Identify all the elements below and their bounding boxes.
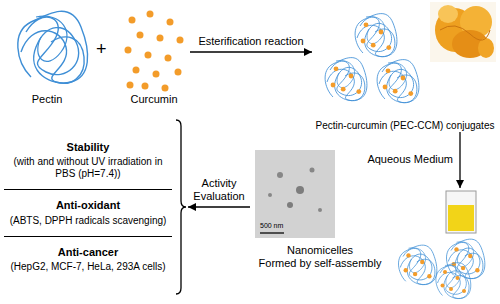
pectin-illustration <box>18 11 88 83</box>
bracket <box>176 120 186 294</box>
edge-label: Aqueous Medium <box>367 153 453 166</box>
stage-label: Curcumin <box>130 93 177 106</box>
stage-label: Formed by self-assembly <box>252 257 388 270</box>
stage-node: Pectin-curcumin (PEC-CCM) conjugates <box>312 2 498 132</box>
stage-node: Stability (with and without UV irradiatio… <box>0 118 188 296</box>
assay-heading: Anti-oxidant <box>4 189 172 212</box>
cuvette <box>446 191 476 233</box>
assay-detail: (ABTS, DPPH radicals scavenging) <box>4 215 172 227</box>
product-photo <box>430 2 496 62</box>
process-arrow <box>188 206 250 207</box>
edge-label: Esterification reaction <box>198 35 303 48</box>
stage-label: Pectin <box>32 93 63 106</box>
assay-detail: (with and without UV irradiation in PBS … <box>4 156 172 180</box>
assay-heading: Anti-cancer <box>4 236 172 259</box>
stage-label: Pectin-curcumin (PEC-CCM) conjugates <box>316 120 495 132</box>
process-arrow <box>459 132 460 188</box>
assay-detail: (HepG2, MCF-7, HeLa, 293A cells) <box>4 261 172 273</box>
tem-image <box>255 150 335 238</box>
stage-node: NanomicellesFormed by self-assembly <box>250 188 498 302</box>
edge-label: Activity Evaluation <box>190 177 248 203</box>
stage-label: Nanomicelles <box>252 244 388 257</box>
conjugate-illustration <box>325 14 419 103</box>
stage-node: Pectin <box>4 4 90 106</box>
assay-heading: Stability <box>4 141 172 154</box>
process-arrow <box>190 51 312 52</box>
stage-node: Curcumin <box>118 4 190 106</box>
nanomicelle-illustration <box>398 239 484 299</box>
curcumin-illustration <box>125 11 184 92</box>
plus-sign: + <box>96 40 107 60</box>
scale-bar-label: 500 nm <box>260 222 283 230</box>
